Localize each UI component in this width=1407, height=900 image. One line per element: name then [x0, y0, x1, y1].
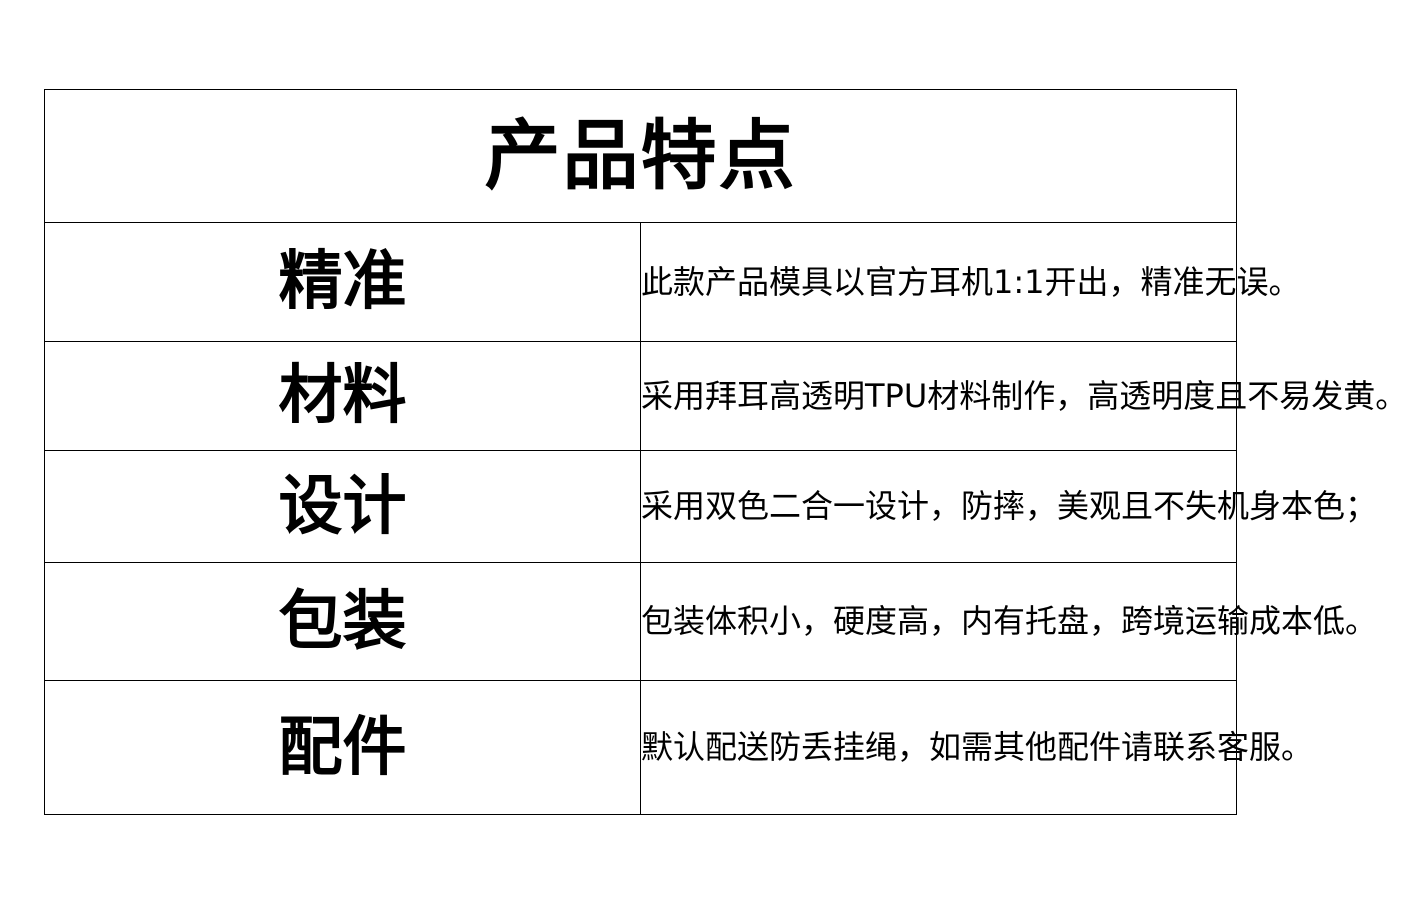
feature-row-precision: 精准 此款产品模具以官方耳机1:1开出，精准无误。: [44, 222, 1301, 342]
feature-row-accessories: 配件 默认配送防丢挂绳，如需其他配件请联系客服。: [44, 680, 1313, 815]
feature-label: 设计: [44, 450, 641, 563]
feature-description: 默认配送防丢挂绳，如需其他配件请联系客服。: [640, 680, 1313, 815]
feature-description: 采用双色二合一设计，防摔，美观且不失机身本色；: [640, 450, 1377, 563]
feature-label: 精准: [44, 222, 641, 342]
feature-label: 配件: [44, 680, 641, 815]
feature-description: 此款产品模具以官方耳机1:1开出，精准无误。: [640, 222, 1301, 342]
feature-row-material: 材料 采用拜耳高透明TPU材料制作，高透明度且不易发黄。: [44, 341, 1407, 451]
title-row: 产品特点: [44, 89, 1237, 223]
feature-row-design: 设计 采用双色二合一设计，防摔，美观且不失机身本色；: [44, 450, 1377, 563]
feature-description: 采用拜耳高透明TPU材料制作，高透明度且不易发黄。: [640, 341, 1407, 451]
product-features-table: 产品特点 精准 此款产品模具以官方耳机1:1开出，精准无误。 材料 采用拜耳高透…: [44, 89, 1407, 815]
page-title: 产品特点: [44, 89, 1237, 223]
feature-label: 材料: [44, 341, 641, 451]
feature-description: 包装体积小，硬度高，内有托盘，跨境运输成本低。: [640, 562, 1377, 681]
feature-label: 包装: [44, 562, 641, 681]
feature-row-packaging: 包装 包装体积小，硬度高，内有托盘，跨境运输成本低。: [44, 562, 1377, 681]
